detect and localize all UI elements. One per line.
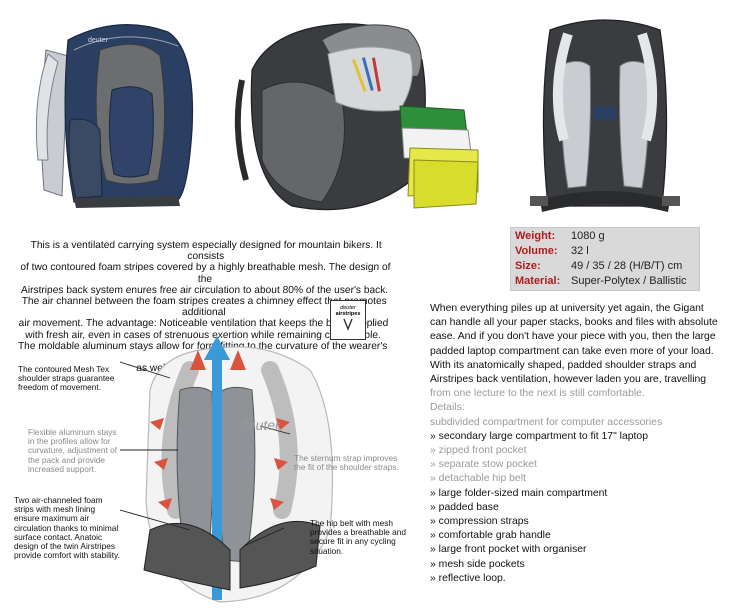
brand-logo: deuter (88, 37, 109, 44)
product-photo-back (530, 10, 680, 222)
feature-item: » secondary large compartment to fit 17"… (430, 430, 648, 442)
spec-value: 49 / 35 / 28 (H/B/T) cm (571, 260, 683, 272)
label-aluminum-stays: Flexible aluminum stays in the profiles … (28, 427, 118, 474)
spec-row-volume: Volume: 32 l (515, 245, 589, 258)
product-description: When everything piles up at university y… (430, 302, 742, 586)
feature-item: » detachable hip belt (430, 473, 526, 485)
detail-item: subdivided compartment for computer acce… (430, 416, 663, 428)
spec-key: Volume: (515, 245, 558, 257)
description-line: Airstripes back system enures free air c… (20, 284, 389, 296)
feature-item: » large front pocket with organiser (430, 544, 587, 556)
feature-item: » mesh side pockets (430, 558, 525, 570)
spec-row-weight: Weight: 1080 g (515, 230, 605, 243)
spec-key: Size: (515, 260, 541, 272)
airstripes-arrow-icon (343, 318, 353, 331)
description-line: Airstripes back ventilation, however lad… (430, 374, 707, 386)
feature-item: » comfortable grab handle (430, 530, 551, 542)
logo-brand-text: deuter (340, 305, 356, 311)
description-line: This is a ventilated carrying system esp… (30, 240, 382, 263)
details-label: Details: (430, 402, 465, 414)
spec-row-size: Size: 49 / 35 / 28 (H/B/T) cm (515, 260, 682, 273)
product-photo-open (232, 10, 490, 225)
description-line: padded laptop compartment can take even … (430, 345, 714, 357)
feature-item: » padded base (430, 501, 499, 513)
description-line: from one lecture to the next is still co… (430, 388, 645, 400)
description-line: With its anatomically shaped, padded sho… (430, 359, 697, 371)
spec-value: 1080 g (571, 230, 605, 242)
airstripes-diagram: deuter (119, 330, 420, 610)
spec-value: 32 l (571, 245, 589, 257)
description-line: of two contoured foam stripes covered by… (20, 262, 391, 285)
label-sternum-strap: The sternum strap improves the fit of th… (294, 453, 399, 473)
feature-item: » large folder-sized main compartment (430, 487, 608, 499)
description-line: ease. And if you don't have your piece w… (430, 331, 716, 343)
airstripes-logo: deuter airstripes (330, 300, 366, 340)
description-line: When everything piles up at university y… (430, 303, 704, 314)
feature-item: » zipped front pocket (430, 445, 527, 457)
spec-key: Weight: (515, 230, 556, 242)
feature-item: » separate stow pocket (430, 459, 537, 471)
feature-item: » reflective loop. (430, 572, 506, 584)
diagram-watermark-text: deuter (240, 417, 281, 433)
description-line: can handle all your paper stacks, books … (430, 317, 718, 329)
feature-list: » secondary large compartment to fit 17"… (430, 430, 742, 586)
spec-row-material: Material: Super-Polytex / Ballistic (515, 275, 687, 288)
spec-value: Super-Polytex / Ballistic (571, 275, 687, 287)
feature-item: » compression straps (430, 516, 529, 528)
label-foam-strips: Two air-channeled foam strips with mesh … (14, 495, 120, 561)
label-hip-belt: The hip belt with mesh provides a breath… (310, 518, 406, 556)
spec-table: Weight: 1080 g Volume: 32 l Size: 49 / 35 /… (510, 227, 700, 291)
product-photo-front: deuter (28, 10, 200, 210)
spec-key: Material: (515, 275, 561, 287)
label-shoulder-straps: The contoured Mesh Tex shoulder straps g… (18, 364, 115, 393)
logo-product-text: airstripes (335, 311, 361, 317)
